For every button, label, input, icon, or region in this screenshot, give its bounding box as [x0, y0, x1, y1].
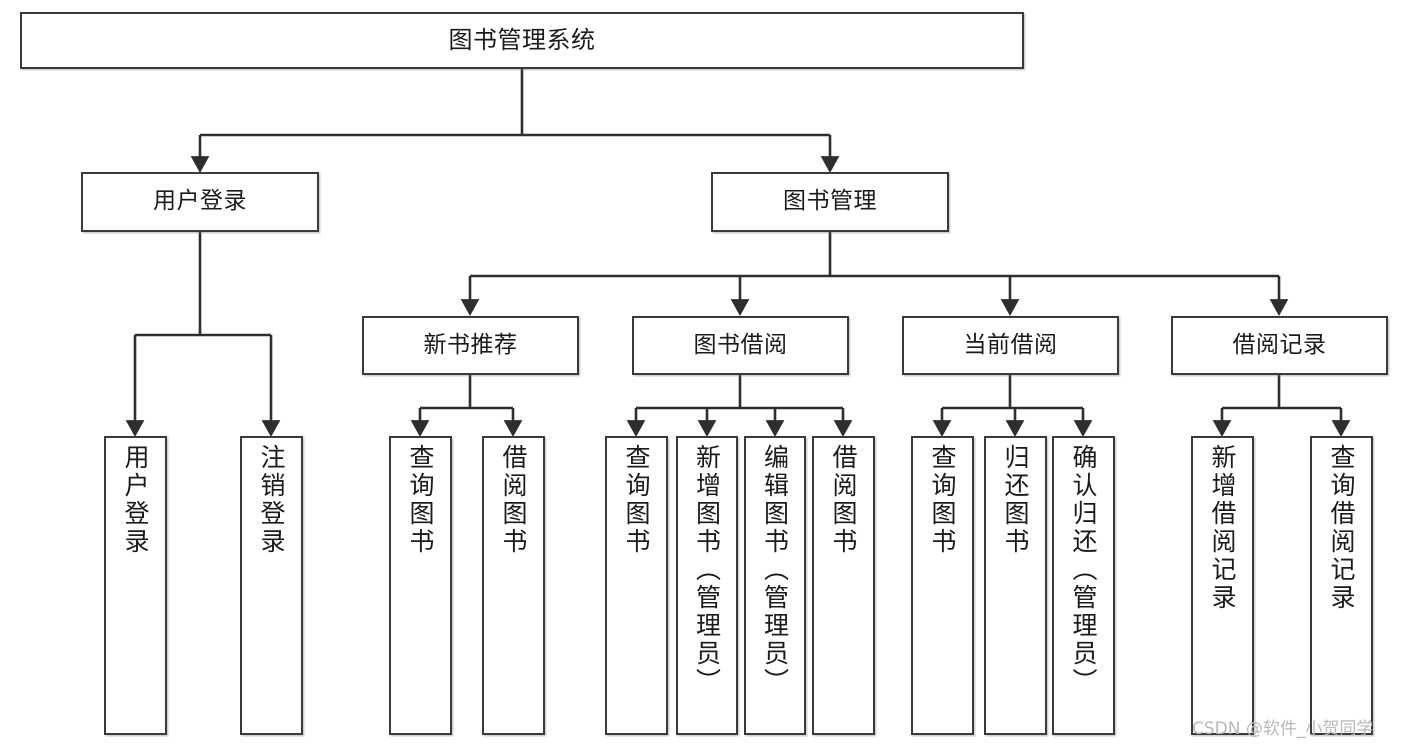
leaf-return-book[interactable]: 归还图书: [984, 436, 1047, 735]
node-label: 查询图书: [622, 444, 651, 556]
leaf-query-book-1[interactable]: 查询图书: [389, 436, 452, 735]
node-book-borrow[interactable]: 图书借阅: [632, 316, 849, 375]
leaf-query-book-2[interactable]: 查询图书: [605, 436, 668, 735]
leaf-add-book[interactable]: 新增图书（管理员）: [676, 436, 738, 735]
node-current-borrow[interactable]: 当前借阅: [902, 316, 1119, 375]
leaf-user-login[interactable]: 用户登录: [104, 436, 167, 735]
leaf-borrow-book-1[interactable]: 借阅图书: [482, 436, 545, 735]
leaf-logout[interactable]: 注销登录: [240, 436, 303, 735]
node-label: 确认归还（管理员）: [1069, 444, 1098, 696]
node-label: 图书管理系统: [448, 26, 596, 55]
node-user-login[interactable]: 用户登录: [81, 172, 319, 232]
leaf-add-record[interactable]: 新增借阅记录: [1191, 436, 1254, 735]
node-root[interactable]: 图书管理系统: [20, 12, 1024, 69]
node-label: 借阅图书: [829, 444, 858, 556]
leaf-borrow-book-2[interactable]: 借阅图书: [812, 436, 875, 735]
node-label: 借阅记录: [1232, 331, 1327, 358]
node-label: 新增图书（管理员）: [692, 444, 722, 696]
node-borrow-record[interactable]: 借阅记录: [1171, 316, 1388, 375]
node-label: 编辑图书（管理员）: [760, 444, 790, 696]
node-label: 用户登录: [153, 188, 247, 215]
node-label: 借阅图书: [499, 444, 528, 556]
node-label: 用户登录: [121, 444, 150, 556]
leaf-query-book-3[interactable]: 查询图书: [911, 436, 974, 735]
leaf-query-record[interactable]: 查询借阅记录: [1310, 436, 1373, 735]
node-label: 新增借阅记录: [1208, 444, 1237, 612]
leaf-confirm-return[interactable]: 确认归还（管理员）: [1052, 436, 1115, 735]
node-label: 图书借阅: [693, 331, 788, 358]
node-label: 查询图书: [406, 444, 435, 556]
node-label: 当前借阅: [963, 331, 1058, 358]
node-book-manage[interactable]: 图书管理: [711, 172, 949, 232]
node-new-book-recommend[interactable]: 新书推荐: [362, 316, 579, 375]
node-label: 查询借阅记录: [1327, 444, 1356, 612]
node-label: 查询图书: [928, 444, 957, 556]
node-label: 归还图书: [1001, 444, 1030, 556]
node-label: 图书管理: [783, 188, 877, 215]
node-label: 新书推荐: [423, 331, 518, 358]
node-label: 注销登录: [257, 444, 286, 556]
leaf-edit-book[interactable]: 编辑图书（管理员）: [744, 436, 806, 735]
csdn-watermark: CSDN @软件_小贺同学: [1192, 719, 1374, 739]
